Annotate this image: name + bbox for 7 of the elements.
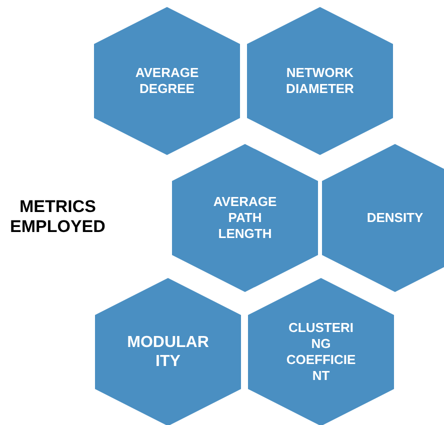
hexagon-label: DENSITY bbox=[366, 210, 424, 226]
hexagon-label: CLUSTERI NG COEFFICIE NT bbox=[286, 320, 356, 384]
hexagon-label: MODULAR ITY bbox=[127, 333, 209, 371]
hexagon-label: AVERAGE PATH LENGTH bbox=[213, 194, 277, 242]
hexagon-label: NETWORK DIAMETER bbox=[286, 65, 354, 97]
heading: METRICS EMPLOYED bbox=[10, 197, 106, 237]
hexagon-label: AVERAGE DEGREE bbox=[135, 65, 199, 97]
